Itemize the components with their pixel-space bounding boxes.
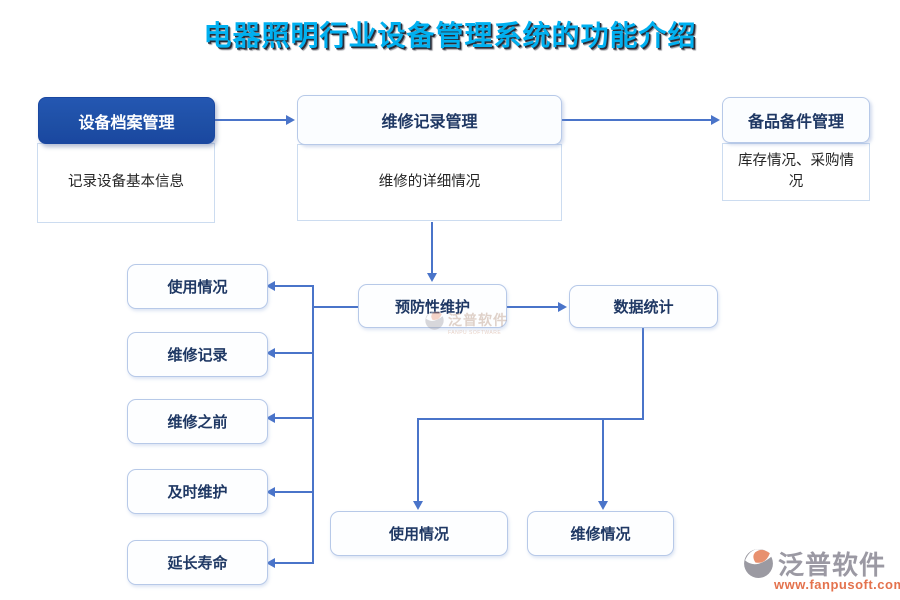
node-repair-body-label: 维修的详细情况	[378, 173, 481, 190]
watermark-subtext: FANPU SOFTWARE	[448, 330, 502, 336]
node-repair-record: 维修记录	[127, 332, 268, 377]
node-spare-body: 库存情况、采购情况	[722, 143, 870, 201]
arrow-spine-to-repair-record	[266, 348, 313, 358]
node-preventive-maintenance: 预防性维护	[358, 284, 507, 328]
node-archive-body: 记录设备基本信息	[37, 143, 215, 223]
node-timely-maintenance-label: 及时维护	[167, 484, 228, 501]
connector-spine-to-preventive	[313, 306, 359, 308]
node-repair-record-label: 维修记录	[167, 347, 228, 364]
node-data-statistics: 数据统计	[569, 285, 718, 328]
node-archive-header-label: 设备档案管理	[78, 114, 175, 132]
node-usage-status: 使用情况	[127, 264, 268, 309]
node-statistics-label: 数据统计	[613, 299, 674, 316]
arrow-spine-to-before-repair	[266, 413, 313, 423]
node-repair-header-label: 维修记录管理	[381, 114, 478, 131]
connector-statistics-down	[642, 328, 644, 420]
node-before-repair-label: 维修之前	[167, 414, 228, 431]
connector-left-spine	[312, 285, 314, 564]
arrow-branch-to-usage-bottom	[413, 418, 423, 510]
brand-url: www.fanpusoft.com	[774, 577, 900, 592]
node-extend-life: 延长寿命	[127, 540, 268, 585]
arrow-spine-to-timely	[266, 487, 313, 497]
arrow-spine-to-extend-life	[266, 558, 313, 568]
node-before-repair: 维修之前	[127, 399, 268, 444]
arrow-repair-to-preventive	[427, 222, 437, 282]
node-spare-header: 备品备件管理	[722, 97, 870, 143]
node-usage-bottom-label: 使用情况	[388, 526, 449, 543]
connector-bottom-branch	[418, 418, 644, 420]
node-timely-maintenance: 及时维护	[127, 469, 268, 514]
node-spare-body-label: 库存情况、采购情况	[738, 152, 854, 190]
arrow-preventive-to-statistics	[507, 302, 567, 312]
node-repair-body: 维修的详细情况	[297, 144, 562, 221]
node-archive-header: 设备档案管理	[38, 97, 215, 144]
arrow-spine-to-usage	[266, 281, 313, 291]
node-usage-status-label: 使用情况	[167, 279, 228, 296]
node-repair-status: 维修情况	[527, 511, 674, 556]
arrow-archive-to-repair	[215, 115, 295, 125]
brand-name: 泛普软件	[778, 551, 887, 580]
arrow-branch-to-repair-status	[598, 418, 608, 510]
page-title: 电器照明行业设备管理系统的功能介绍	[203, 20, 697, 51]
node-repair-status-label: 维修情况	[570, 526, 631, 543]
node-archive-body-label: 记录设备基本信息	[68, 174, 184, 191]
node-repair-header: 维修记录管理	[297, 95, 562, 145]
node-usage-bottom: 使用情况	[330, 511, 508, 556]
brand-logo-icon	[744, 549, 773, 578]
arrow-repair-to-spare	[562, 115, 720, 125]
node-extend-life-label: 延长寿命	[167, 555, 228, 572]
node-spare-header-label: 备品备件管理	[747, 114, 844, 131]
node-preventive-label: 预防性维护	[394, 298, 470, 316]
